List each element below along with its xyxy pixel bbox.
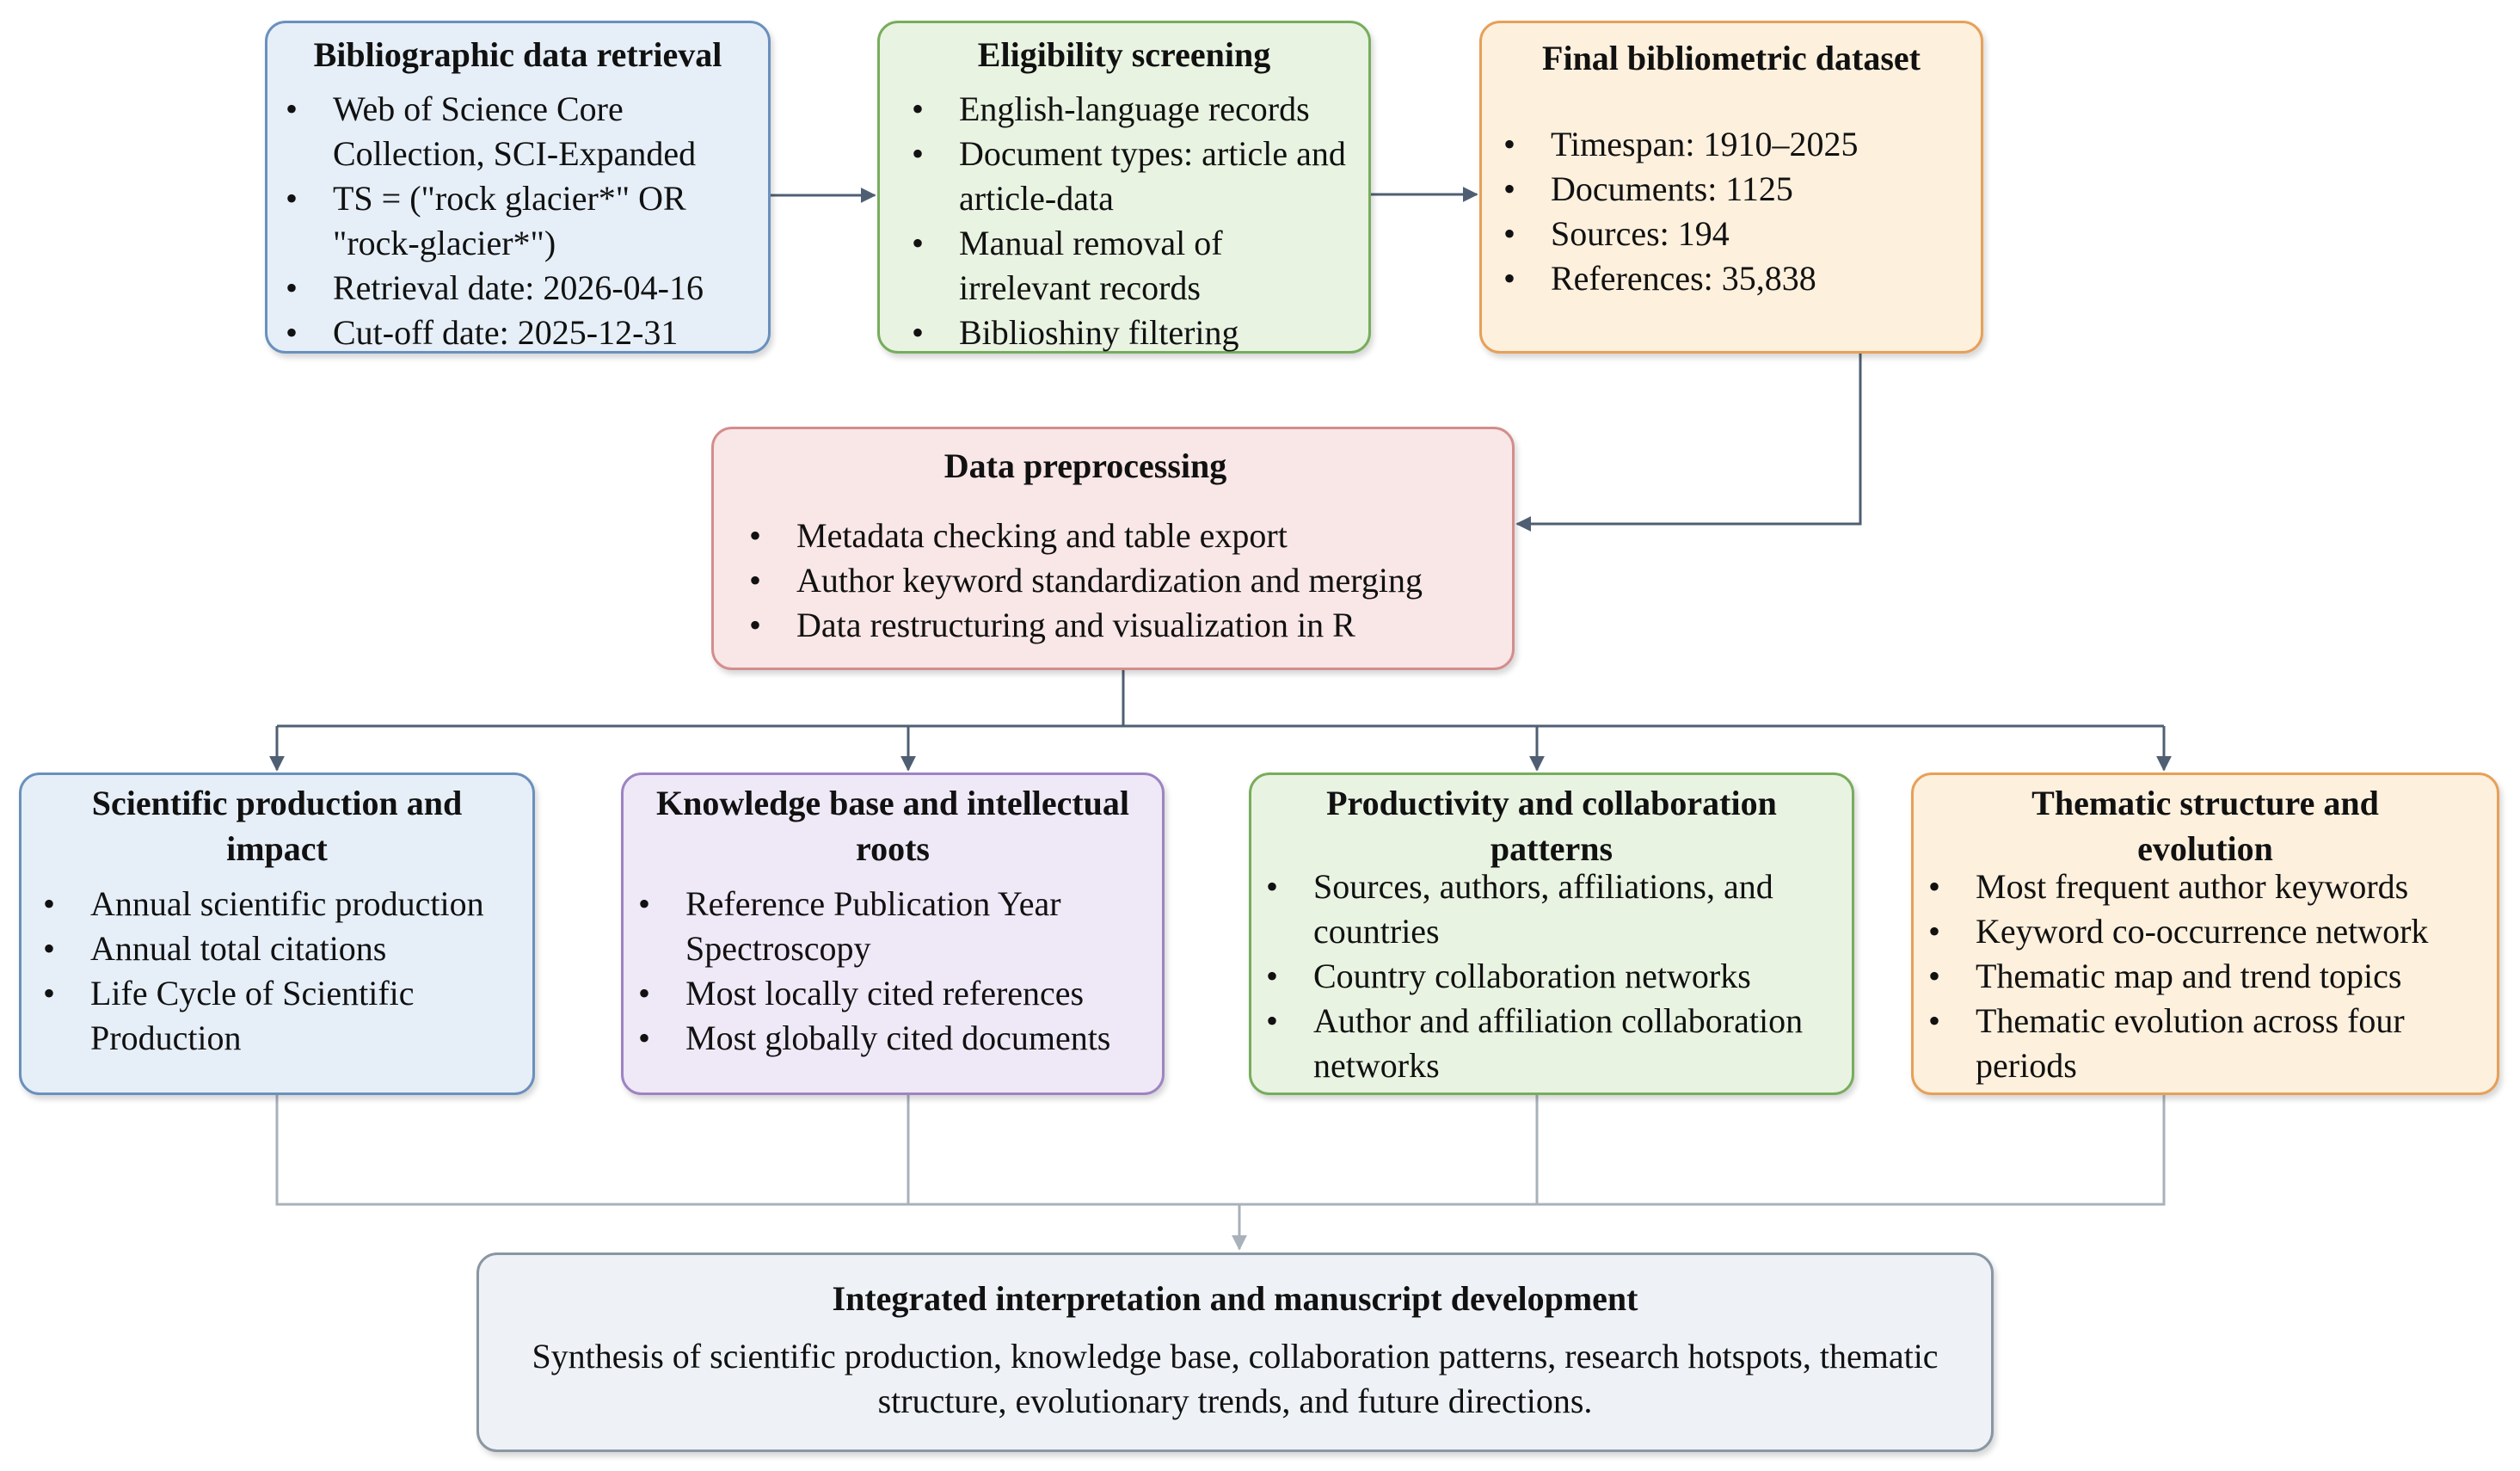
knowledge-title: Knowledge base and intellectual roots — [655, 784, 1130, 868]
integrated-title: Integrated interpretation and manuscript… — [832, 1279, 1638, 1318]
thematic-item: Thematic evolution across four periods — [1926, 999, 2488, 1088]
productivity-item: Sources, authors, affiliations, and coun… — [1263, 865, 1843, 954]
thematic-item: Keyword co-occurrence network — [1926, 909, 2488, 954]
thematic-title: Thematic structure and evolution — [2031, 784, 2379, 868]
knowledge-list: Reference Publication Year Spectroscopy … — [636, 882, 1153, 1061]
productivity-title: Productivity and collaboration patterns — [1326, 784, 1777, 868]
retrieval-item: Web of Science Core Collection, SCI-Expa… — [283, 87, 756, 176]
retrieval-title: Bibliographic data retrieval — [313, 35, 722, 74]
connector-analysis-merge — [275, 1095, 2166, 1206]
integrated-body: Synthesis of scientific production, know… — [532, 1337, 1939, 1420]
eligibility-title: Eligibility screening — [977, 35, 1271, 74]
retrieval-item: TS = ("rock glacier*" OR "rock-glacier*"… — [283, 176, 756, 266]
preprocessing-item: Data restructuring and visualization in … — [747, 603, 1500, 648]
thematic-item: Most frequent author keywords — [1926, 865, 2488, 909]
knowledge-box: Knowledge base and intellectual roots Re… — [621, 772, 1165, 1095]
eligibility-item: Document types: article and article-data — [909, 132, 1360, 221]
knowledge-item: Most globally cited documents — [636, 1016, 1153, 1061]
productivity-item: Country collaboration networks — [1263, 954, 1843, 999]
eligibility-list: English-language records Document types:… — [909, 87, 1360, 355]
preprocessing-list: Metadata checking and table export Autho… — [747, 514, 1500, 648]
final-dataset-list: Timespan: 1910–2025 Documents: 1125 Sour… — [1501, 122, 1969, 301]
eligibility-item: English-language records — [909, 87, 1360, 132]
production-item: Annual total citations — [40, 926, 524, 971]
final-dataset-item: Timespan: 1910–2025 — [1501, 122, 1969, 167]
production-title: Scientific production and impact — [91, 784, 463, 868]
final-dataset-item: References: 35,838 — [1501, 256, 1969, 301]
thematic-list: Most frequent author keywords Keyword co… — [1926, 865, 2488, 1088]
thematic-item: Thematic map and trend topics — [1926, 954, 2488, 999]
preprocessing-title: Data preprocessing — [943, 446, 1227, 485]
final-dataset-box: Final bibliometric dataset Timespan: 191… — [1479, 21, 1983, 354]
knowledge-item: Reference Publication Year Spectroscopy — [636, 882, 1153, 971]
preprocessing-item: Author keyword standardization and mergi… — [747, 558, 1500, 603]
retrieval-item: Cut-off date: 2025-12-31 — [283, 311, 756, 355]
eligibility-item: Biblioshiny filtering — [909, 311, 1360, 355]
eligibility-item: Manual removal of irrelevant records — [909, 221, 1360, 311]
productivity-box: Productivity and collaboration patterns … — [1249, 772, 1854, 1095]
retrieval-list: Web of Science Core Collection, SCI-Expa… — [283, 87, 756, 355]
eligibility-box: Eligibility screening English-language r… — [877, 21, 1371, 355]
production-box: Scientific production and impact Annual … — [19, 772, 535, 1095]
final-dataset-item: Sources: 194 — [1501, 212, 1969, 256]
final-dataset-title: Final bibliometric dataset — [1542, 39, 1921, 77]
retrieval-box: Bibliographic data retrieval Web of Scie… — [265, 21, 771, 355]
retrieval-item: Retrieval date: 2026-04-16 — [283, 266, 756, 311]
preprocessing-box: Data preprocessing Metadata checking and… — [711, 427, 1515, 670]
arrow-final-to-preprocessing — [1515, 354, 1862, 532]
production-item: Annual scientific production — [40, 882, 524, 926]
knowledge-item: Most locally cited references — [636, 971, 1153, 1016]
productivity-list: Sources, authors, affiliations, and coun… — [1263, 865, 1843, 1088]
thematic-box: Thematic structure and evolution Most fr… — [1911, 772, 2499, 1095]
final-dataset-item: Documents: 1125 — [1501, 167, 1969, 212]
integrated-box: Integrated interpretation and manuscript… — [476, 1253, 1994, 1452]
preprocessing-item: Metadata checking and table export — [747, 514, 1500, 558]
productivity-item: Author and affiliation collaboration net… — [1263, 999, 1843, 1088]
production-list: Annual scientific production Annual tota… — [40, 882, 524, 1061]
production-item: Life Cycle of Scientific Production — [40, 971, 524, 1061]
